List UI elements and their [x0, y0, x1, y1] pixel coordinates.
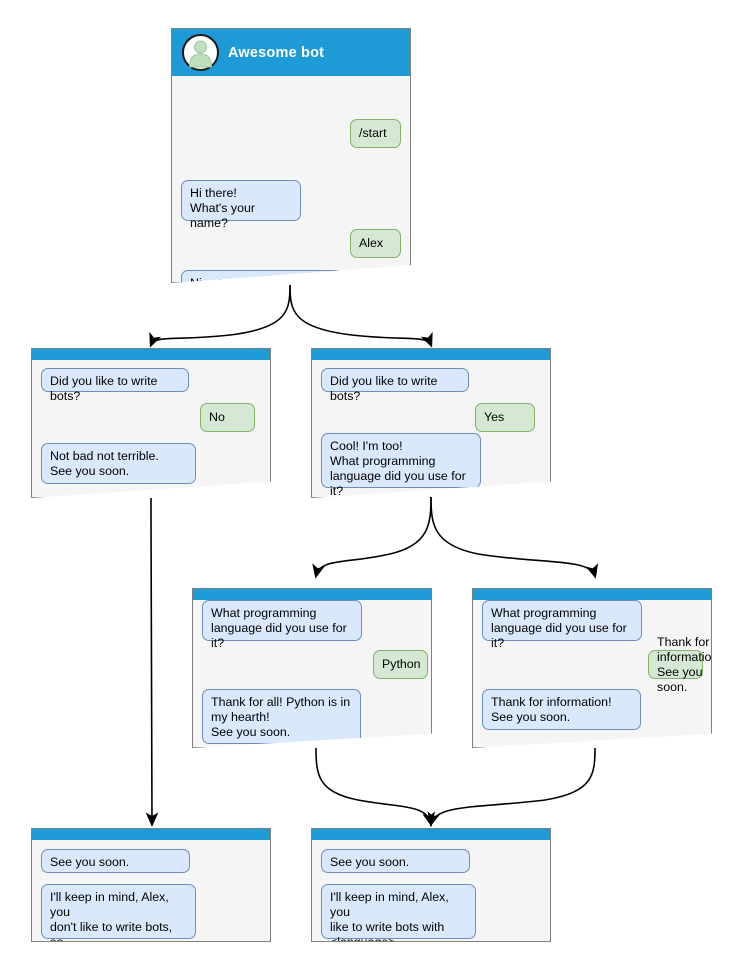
- node-yes-branch[interactable]: Did you like to write bots? Yes Cool! I'…: [311, 348, 551, 498]
- message-bubble-bot[interactable]: I'll keep in mind, Alex, you like to wri…: [321, 884, 476, 941]
- edge-python-to-end-yes: [315, 747, 435, 827]
- message-bubble-user[interactable]: Yes: [475, 403, 535, 432]
- node-no-branch-header: [32, 349, 270, 360]
- node-root-chat: /start Hi there! What's your name? Alex …: [172, 76, 410, 282]
- message-bubble-bot[interactable]: Nice to meet you, Alex! Did you like to …: [181, 270, 343, 282]
- message-bubble-bot[interactable]: Thank for information! See you soon.: [482, 689, 641, 730]
- node-end-no-chat: See you soon. I'll keep in mind, Alex, y…: [32, 840, 270, 941]
- node-end-yes-chat: See you soon. I'll keep in mind, Alex, y…: [312, 840, 550, 941]
- message-bubble-user[interactable]: Thank for information! See you soon.: [648, 635, 711, 694]
- node-python-branch-header: [193, 589, 431, 600]
- message-bubble-user[interactable]: No: [200, 403, 255, 432]
- node-end-yes-header: [312, 829, 550, 840]
- edge-no-to-end-no: [145, 497, 159, 827]
- node-python-branch-chat: What programming language did you use fo…: [193, 600, 431, 747]
- edge-root-to-no: [149, 284, 291, 348]
- node-python-branch[interactable]: What programming language did you use fo…: [192, 588, 432, 748]
- node-yes-branch-header: [312, 349, 550, 360]
- edge-root-to-yes: [289, 284, 433, 348]
- message-bubble-user[interactable]: /start: [350, 119, 401, 148]
- edge-go-to-end-yes: [427, 747, 596, 827]
- message-bubble-bot[interactable]: See you soon.: [321, 849, 470, 873]
- bot-title: Awesome bot: [228, 44, 325, 61]
- message-bubble-bot[interactable]: Hi there! What's your name?: [181, 180, 301, 230]
- node-end-no[interactable]: See you soon. I'll keep in mind, Alex, y…: [31, 828, 271, 942]
- message-bubble-bot[interactable]: Not bad not terrible. See you soon.: [41, 443, 196, 484]
- message-bubble-bot[interactable]: What programming language did you use fo…: [482, 600, 642, 650]
- message-bubble-user[interactable]: Alex: [350, 229, 401, 258]
- node-root-header: Awesome bot: [172, 29, 410, 76]
- node-end-no-header: [32, 829, 270, 840]
- message-bubble-bot[interactable]: Cool! I'm too! What programming language…: [321, 433, 481, 497]
- node-no-branch-chat: Did you like to write bots? No Not bad n…: [32, 360, 270, 497]
- message-bubble-bot[interactable]: What programming language did you use fo…: [202, 600, 362, 650]
- node-yes-branch-chat: Did you like to write bots? Yes Cool! I'…: [312, 360, 550, 497]
- message-bubble-user[interactable]: Python: [373, 650, 428, 679]
- message-bubble-bot[interactable]: I'll keep in mind, Alex, you don't like …: [41, 884, 196, 941]
- node-go-branch[interactable]: What programming language did you use fo…: [472, 588, 712, 748]
- message-bubble-bot[interactable]: Did you like to write bots?: [321, 368, 469, 403]
- node-no-branch[interactable]: Did you like to write bots? No Not bad n…: [31, 348, 271, 498]
- message-bubble-bot[interactable]: Thank for all! Python is in my hearth! S…: [202, 689, 361, 744]
- node-go-branch-header: [473, 589, 711, 600]
- node-end-yes[interactable]: See you soon. I'll keep in mind, Alex, y…: [311, 828, 551, 942]
- node-root[interactable]: Awesome bot /start Hi there! What's your…: [171, 28, 411, 283]
- edge-yes-to-python: [312, 496, 432, 579]
- node-go-branch-chat: What programming language did you use fo…: [473, 600, 711, 747]
- edge-yes-to-go: [430, 496, 599, 579]
- message-bubble-bot[interactable]: Did you like to write bots?: [41, 368, 189, 403]
- person-avatar-icon: [182, 34, 219, 71]
- message-bubble-bot[interactable]: See you soon.: [41, 849, 190, 873]
